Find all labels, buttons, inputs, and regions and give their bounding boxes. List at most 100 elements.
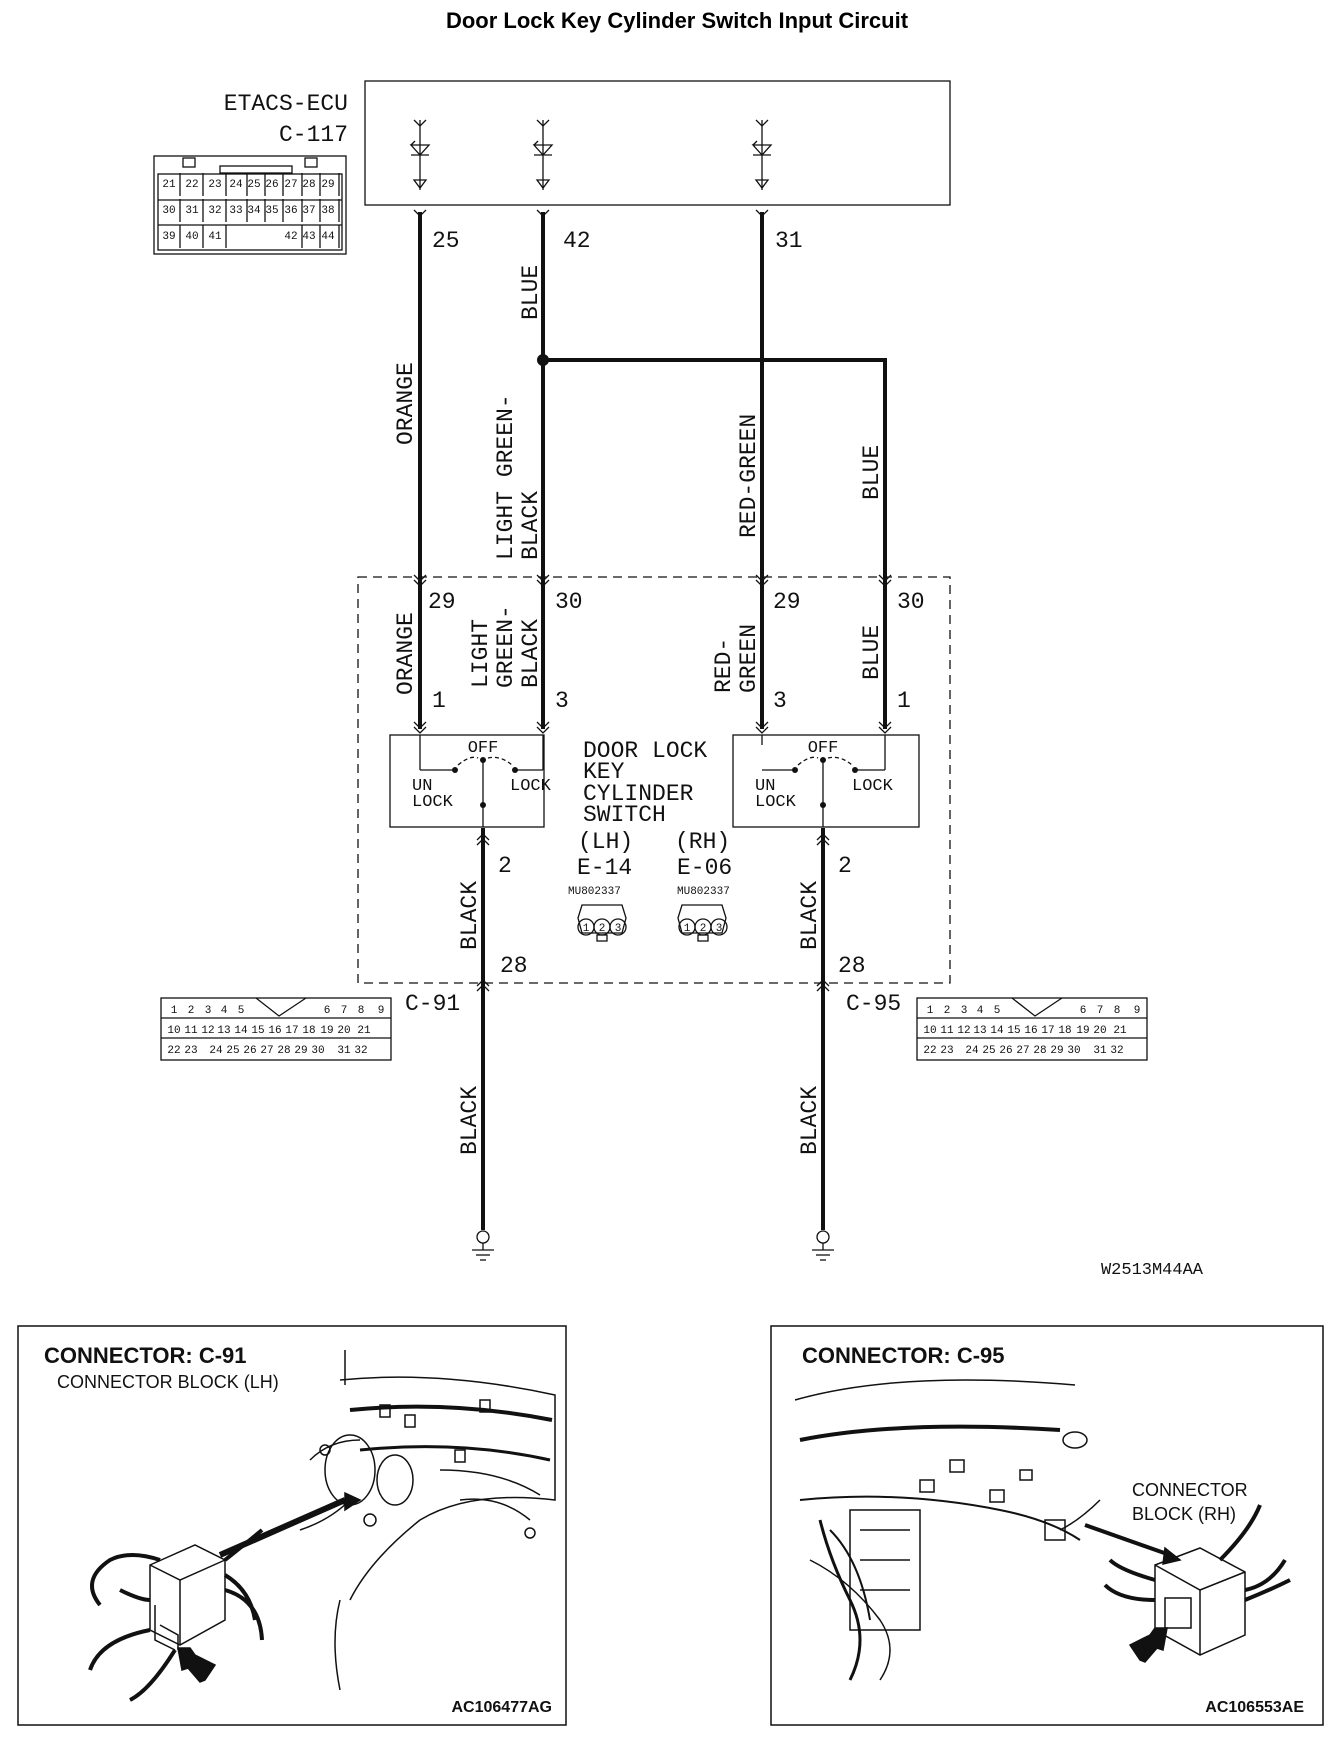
c95-pin-12: 12 xyxy=(957,1025,970,1037)
sw-pin-2-right: 2 xyxy=(838,853,852,879)
ecu-pin-35: 35 xyxy=(265,205,278,217)
ecu-pin-24: 24 xyxy=(229,179,243,191)
c91-pin-10: 10 xyxy=(167,1025,180,1037)
switch-conn-rh: E-06 xyxy=(677,855,732,881)
wires xyxy=(418,212,887,1230)
c95-pin-10: 10 xyxy=(923,1025,936,1037)
c91-pin-14: 14 xyxy=(234,1025,248,1037)
panel-left-code: AC106477AG xyxy=(452,1699,553,1716)
switch-rh-lock: LOCK xyxy=(852,777,894,796)
connector-panel-left: CONNECTOR: C-91 CONNECTOR BLOCK (LH) AC1… xyxy=(17,1325,567,1726)
c91-pin-25: 25 xyxy=(226,1045,239,1057)
c91-pin-28: 28 xyxy=(277,1045,290,1057)
block-pin-30-left: 30 xyxy=(555,589,583,615)
c91-pin-19: 19 xyxy=(320,1025,333,1037)
c91-pin-4: 4 xyxy=(221,1005,228,1017)
ecu-pin-43: 43 xyxy=(302,231,315,243)
c91-pin-5: 5 xyxy=(238,1005,245,1017)
plug-lh-pin-2: 2 xyxy=(599,923,606,935)
c95-pin-20: 20 xyxy=(1093,1025,1106,1037)
switch-lh: (LH) xyxy=(578,829,633,855)
ecu-pin-26: 26 xyxy=(265,179,278,191)
c95-pin-6: 6 xyxy=(1080,1005,1087,1017)
ground-label-right-lower: BLACK xyxy=(797,1086,823,1155)
switch-rh-off: OFF xyxy=(808,739,839,758)
c95-pin-7: 7 xyxy=(1097,1005,1104,1017)
switch-rh-unlock: LOCK xyxy=(755,793,797,812)
ecu-pin-28: 28 xyxy=(302,179,315,191)
wire-label-blue-top: BLUE xyxy=(518,265,544,320)
lower-label-orange: ORANGE xyxy=(393,612,419,695)
ecu-pin-40: 40 xyxy=(185,231,198,243)
block-pin-29-right: 29 xyxy=(773,589,801,615)
switch-name-2: KEY xyxy=(583,759,625,785)
switch-lh-lock: LOCK xyxy=(510,777,552,796)
c95-pin-17: 17 xyxy=(1041,1025,1054,1037)
ecu-pin-34: 34 xyxy=(247,205,261,217)
switch-lh-unlock: LOCK xyxy=(412,793,454,812)
sw-pin-1-left: 1 xyxy=(432,688,446,714)
ecu-pin-33: 33 xyxy=(229,205,242,217)
c95-pin-18: 18 xyxy=(1058,1025,1071,1037)
c91-pin-12: 12 xyxy=(201,1025,214,1037)
ecu-input-symbols xyxy=(409,119,773,190)
lower-label-blue: BLUE xyxy=(859,625,885,680)
block-pin-28-right: 28 xyxy=(838,953,866,979)
ground-label-right: BLACK xyxy=(797,881,823,950)
c95-pin-30: 30 xyxy=(1067,1045,1080,1057)
wire-label-light-green: LIGHT GREEN- xyxy=(493,394,519,560)
c91-pin-3: 3 xyxy=(205,1005,212,1017)
c95-pin-11: 11 xyxy=(940,1025,954,1037)
plug-rh-pin-3: 3 xyxy=(716,923,723,935)
pin-25: 25 xyxy=(432,228,460,254)
vehicle-dash-illustration-left xyxy=(88,1350,556,1702)
c91-pin-15: 15 xyxy=(251,1025,264,1037)
plug-lh-pin-3: 3 xyxy=(615,923,622,935)
block-pin-28-left: 28 xyxy=(500,953,528,979)
c95-pin-31: 31 xyxy=(1093,1045,1107,1057)
ecu-pin-terminals xyxy=(413,209,769,217)
block-pin-30-right: 30 xyxy=(897,589,925,615)
c91-pin-8: 8 xyxy=(358,1005,365,1017)
switch-conn-lh: E-14 xyxy=(577,855,632,881)
c91-pin-31: 31 xyxy=(337,1045,351,1057)
c91-pin-27: 27 xyxy=(260,1045,273,1057)
ecu-pin-23: 23 xyxy=(208,179,221,191)
switch-name-4: SWITCH xyxy=(583,802,666,828)
ground-symbol-left xyxy=(472,1230,494,1261)
lower-label-black: BLACK xyxy=(518,619,544,688)
ecu-pin-21: 21 xyxy=(162,179,176,191)
c91-pin-23: 23 xyxy=(184,1045,197,1057)
ecu-pin-25: 25 xyxy=(247,179,260,191)
c91-pin-2: 2 xyxy=(188,1005,195,1017)
c91-outline xyxy=(160,997,392,1061)
switch-name-3: CYLINDER xyxy=(583,781,694,807)
ecu-pin-31: 31 xyxy=(185,205,199,217)
lower-label-green-r: GREEN xyxy=(736,624,762,693)
c91-pin-24: 24 xyxy=(209,1045,223,1057)
c95-pin-1: 1 xyxy=(927,1005,934,1017)
figure-code: W2513M44AA xyxy=(1101,1261,1204,1280)
c95-pin-8: 8 xyxy=(1114,1005,1121,1017)
c95-pin-19: 19 xyxy=(1076,1025,1089,1037)
ground-symbol-right xyxy=(812,1230,834,1261)
ecu-connector-label: C-117 xyxy=(279,122,348,148)
c91-pin-26: 26 xyxy=(243,1045,256,1057)
ecu-pin-42: 42 xyxy=(284,231,297,243)
c91-pin-6: 6 xyxy=(324,1005,331,1017)
panel-left-heading: CONNECTOR: C-91 xyxy=(44,1343,247,1368)
panel-right-code: AC106553AE xyxy=(1205,1699,1304,1716)
c95-outline xyxy=(916,997,1148,1061)
plug-lh-pin-1: 1 xyxy=(583,923,590,935)
panel-right-heading: CONNECTOR: C-95 xyxy=(802,1343,1005,1368)
switch-lh: OFF UN LOCK LOCK xyxy=(389,734,552,828)
plug-rh-pin-1: 1 xyxy=(684,923,691,935)
c95-pin-3: 3 xyxy=(961,1005,968,1017)
switch-plug-rh: 1 2 3 xyxy=(677,904,728,942)
ecu-name: ETACS-ECU xyxy=(224,91,348,117)
panel-right-sub-2: BLOCK (RH) xyxy=(1132,1504,1236,1524)
panel-right-sub-1: CONNECTOR xyxy=(1132,1480,1248,1500)
vehicle-dash-illustration-right xyxy=(794,1379,1291,1681)
